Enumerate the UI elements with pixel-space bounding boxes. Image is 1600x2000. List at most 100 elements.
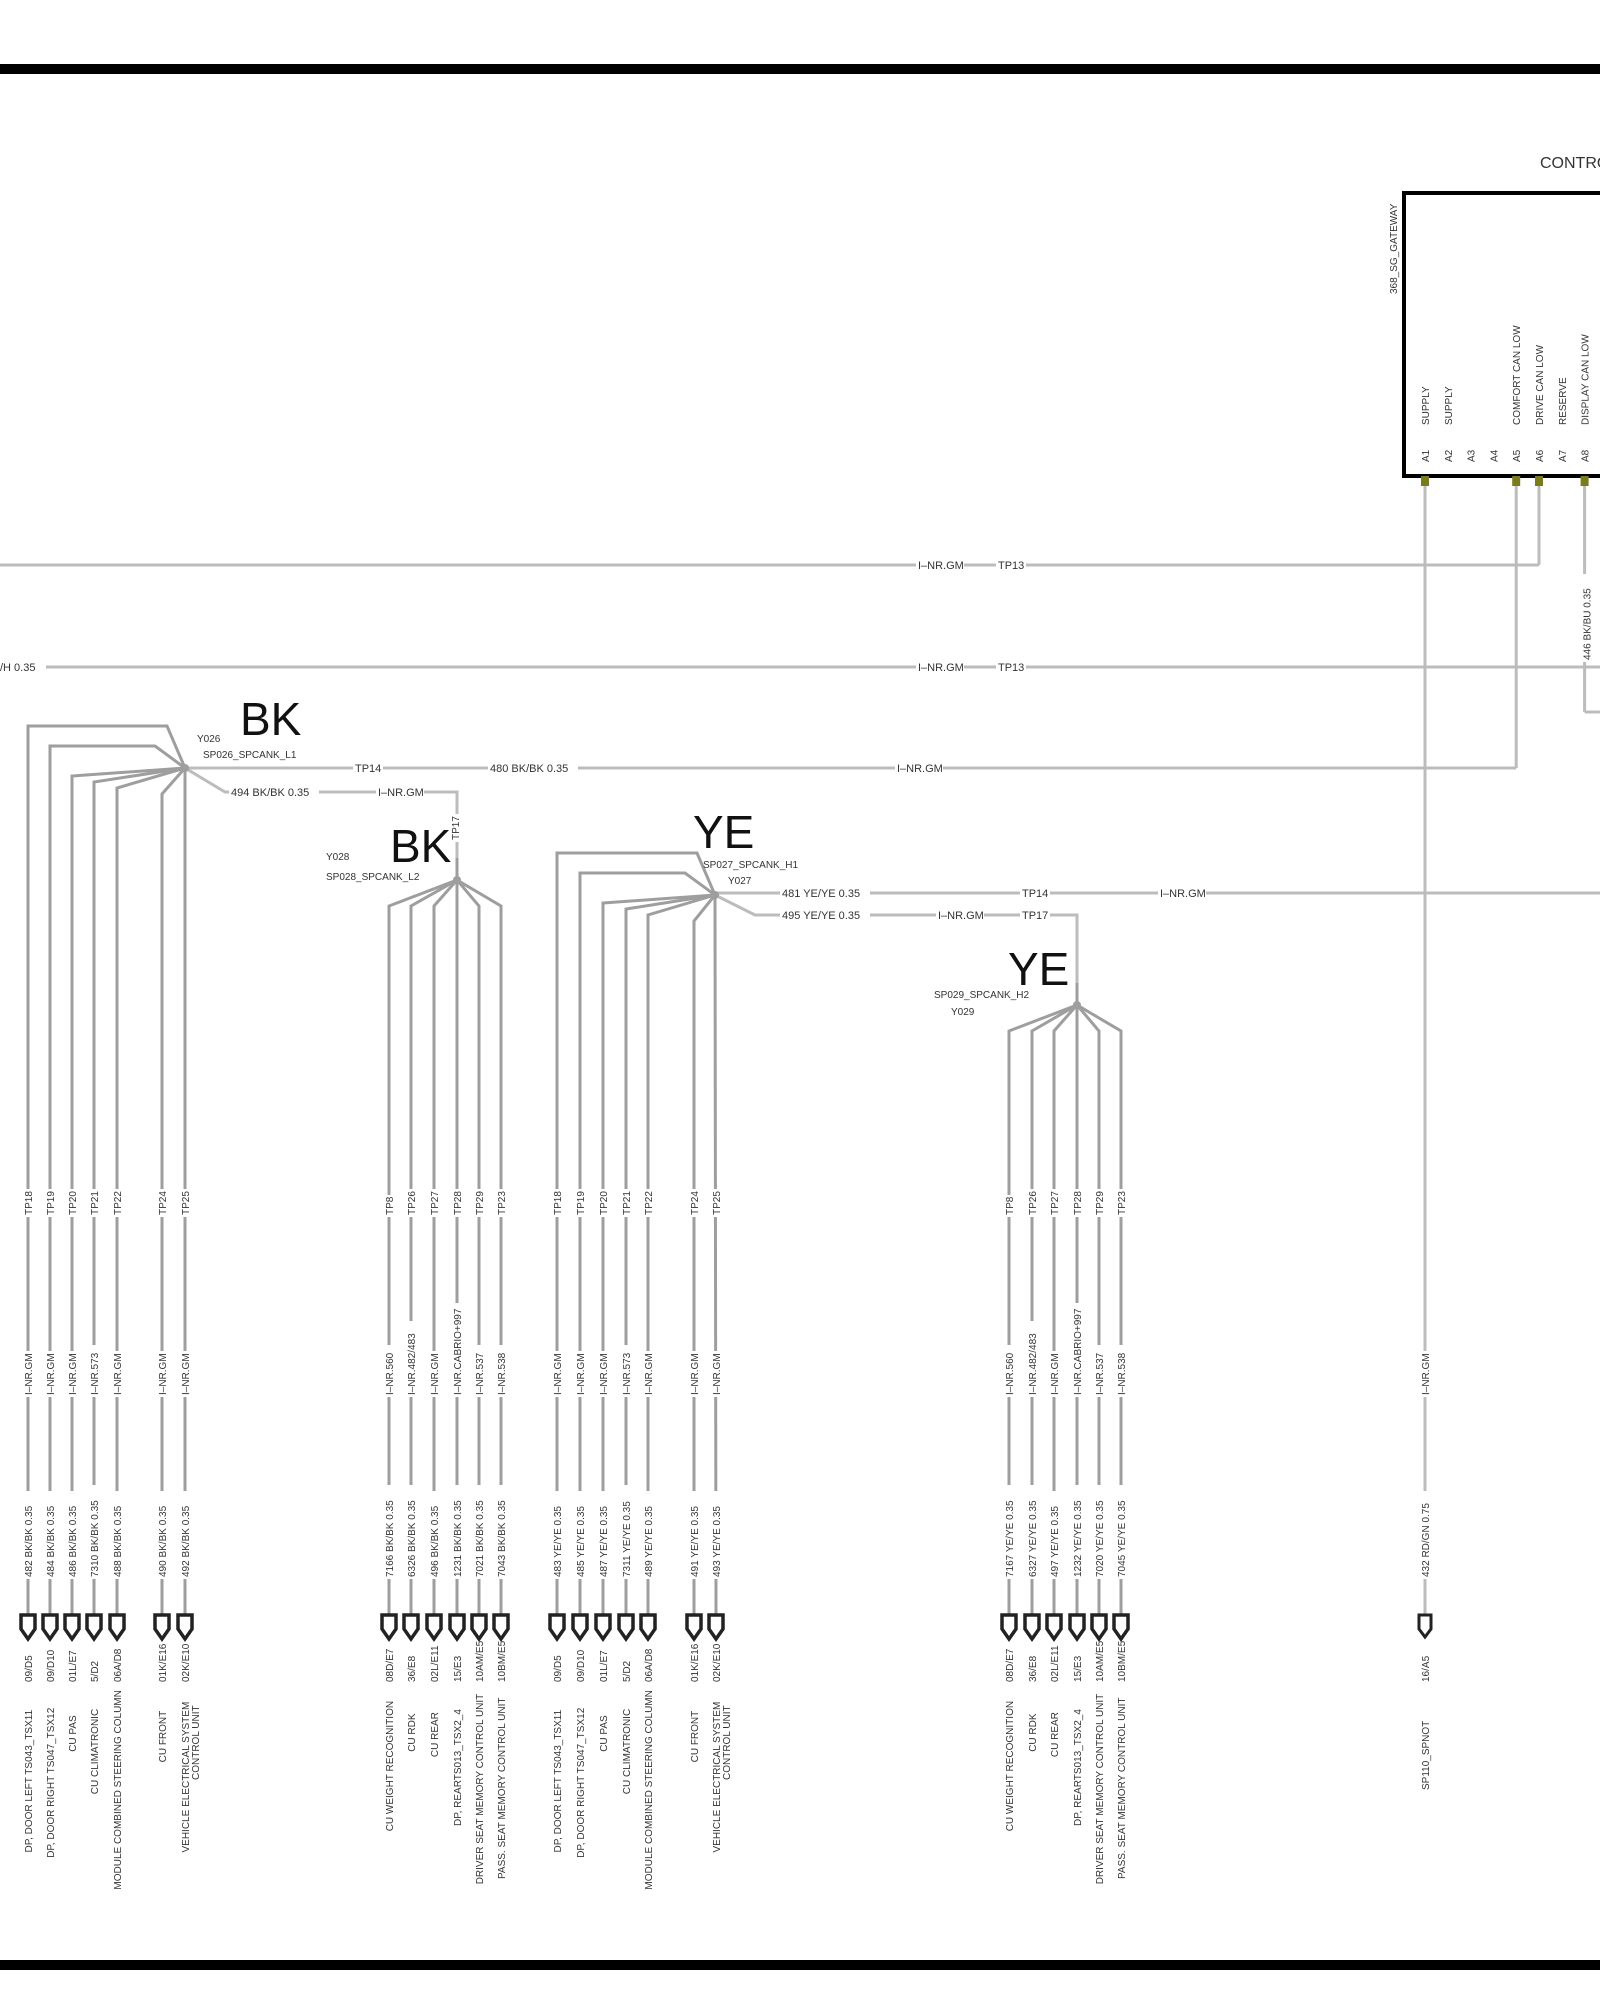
connector-symbol (594, 1613, 612, 1643)
branch-tp: TP23 (1117, 1191, 1128, 1215)
branch-wire-label: 489 YE/YE 0.35 (644, 1506, 655, 1577)
bus-label: I–NR.GM (918, 560, 964, 572)
right-wire-label: 446 BK/BU 0.35 (1583, 588, 1594, 660)
branch-recommendation: I–NR.GM (690, 1353, 701, 1395)
branch-destination: VEHICLE ELECTRICAL SYSTEM (181, 1702, 192, 1853)
supply-pin: 16/A5 (1421, 1655, 1432, 1682)
branch-wire (1007, 1003, 1078, 1615)
branch-wire-label: 496 BK/BK 0.35 (430, 1505, 441, 1577)
branch-pin: 01L/E7 (68, 1650, 79, 1682)
branch-wire (387, 878, 458, 1615)
label-bg (65, 1189, 77, 1217)
branch-wire (70, 766, 186, 1615)
label-bg (450, 1485, 462, 1579)
connector-symbol (63, 1613, 81, 1643)
branch-destination: CU FRONT (158, 1711, 169, 1763)
control-unit-box[interactable] (1402, 191, 1600, 478)
label-bg (1002, 1485, 1014, 1579)
branch-pin: 08D/E7 (1005, 1648, 1016, 1682)
connector-symbol (685, 1613, 703, 1643)
label-bg (1070, 1303, 1082, 1397)
link-label: I–NR.GM (938, 910, 984, 922)
connector-symbol (176, 1613, 194, 1643)
branch-recommendation: I–NR.GM (181, 1353, 192, 1395)
branch-pin: 02L/E11 (1050, 1645, 1061, 1682)
label-bg (21, 1491, 33, 1579)
branch-wire-label: 1231 BK/BK 0.35 (453, 1500, 464, 1577)
branch-wire (115, 766, 186, 1615)
branch-pin: 5/D2 (622, 1660, 633, 1682)
label-bg (573, 1351, 585, 1397)
label-bg (895, 761, 943, 775)
label-bg (641, 1189, 653, 1217)
label-bg (1114, 1485, 1126, 1579)
branch-wire (48, 744, 186, 1615)
connector-symbol (639, 1613, 657, 1643)
label-bg (87, 1485, 99, 1579)
label-bg (550, 1351, 562, 1397)
branch-destination: CU RDK (407, 1713, 418, 1752)
branch-recommendation: I–NR.GM (644, 1353, 655, 1395)
supply-recommendation: I–NR.GM (1421, 1353, 1432, 1395)
label-bg (1092, 1345, 1104, 1397)
branch-wire (1030, 1003, 1078, 1615)
branch-tp: TP25 (712, 1191, 723, 1215)
branch-recommendation: I–NR.GM (712, 1353, 723, 1395)
branch-pin: 01L/E7 (599, 1650, 610, 1682)
label-bg (382, 1485, 394, 1579)
branch-wire-label: 483 YE/YE 0.35 (553, 1506, 564, 1577)
label-bg (1158, 886, 1206, 900)
branch-pin: 10BM/E5 (497, 1640, 508, 1682)
cu-pin-desc: COMFORT CAN LOW (1512, 325, 1523, 425)
label-bg (709, 1351, 721, 1397)
cu-pin-desc: SUPPLY (1444, 386, 1455, 425)
splice-id: Y028 (326, 852, 350, 863)
label-bg (43, 1189, 55, 1217)
branch-wire-label: 482 BK/BK 0.35 (24, 1505, 35, 1577)
label-bg (619, 1189, 631, 1217)
label-bg (155, 1491, 167, 1579)
connector-symbol (1112, 1613, 1130, 1643)
branch-recommendation: I–NR.560 (385, 1352, 396, 1395)
branch-wire (578, 871, 716, 1615)
label-bg (550, 1189, 562, 1217)
branch-recommendation: I–NR.537 (475, 1352, 486, 1395)
branch-wire-label: 6327 YE/YE 0.35 (1028, 1500, 1039, 1577)
label-bg (780, 908, 870, 922)
label-bg (1020, 886, 1050, 900)
control-unit[interactable]: CONTRO 368_SG_GATEWAY A1SUPPLYA2SUPPLYA3… (1389, 155, 1600, 486)
branch-recommendation: I–NR.GM (553, 1353, 564, 1395)
branch-tp: TP29 (1095, 1191, 1106, 1215)
branch-destination: DP, DOOR LEFT TS043_TSX11 (24, 1709, 35, 1852)
label-bg (494, 1485, 506, 1579)
trunk-label: I–NR.GM (1160, 888, 1206, 900)
branch-pin: 02L/E11 (430, 1645, 441, 1682)
branch-wire-label: 7311 YE/YE 0.35 (622, 1501, 633, 1577)
splice-name: SP026_SPCANK_L1 (203, 750, 297, 761)
branch-destination: DP, REARTS013_TSX2_4 (453, 1709, 464, 1826)
label-bg (1579, 574, 1592, 662)
label-bg (573, 1491, 585, 1579)
branch-destination: PASS. SEAT MEMORY CONTROL UNIT (497, 1697, 508, 1879)
connector-symbol (41, 1613, 59, 1643)
label-bg (1114, 1345, 1126, 1397)
branch-wire-label: 492 BK/BK 0.35 (181, 1505, 192, 1577)
branch-tp: TP28 (453, 1191, 464, 1215)
label-bg (619, 1485, 631, 1579)
branch-pin: 10AM/E5 (475, 1640, 486, 1682)
splice-name: SP028_SPCANK_L2 (326, 872, 420, 883)
branch-recommendation: I–NR.GM (599, 1353, 610, 1395)
label-bg (178, 1189, 190, 1217)
connector-symbol (402, 1613, 420, 1643)
cu-pin-number: A6 (1535, 449, 1546, 462)
branch-pin: 09/D10 (576, 1649, 587, 1682)
connector-symbol (470, 1613, 488, 1643)
branch-pin: 06A/D8 (113, 1648, 124, 1682)
branch-recommendation: I–NR.GM (576, 1353, 587, 1395)
label-bg (1025, 1485, 1037, 1579)
connector-symbol (448, 1613, 466, 1643)
label-bg (427, 1351, 439, 1397)
branch-destination: PASS. SEAT MEMORY CONTROL UNIT (1117, 1697, 1128, 1879)
label-bg (21, 1351, 33, 1397)
